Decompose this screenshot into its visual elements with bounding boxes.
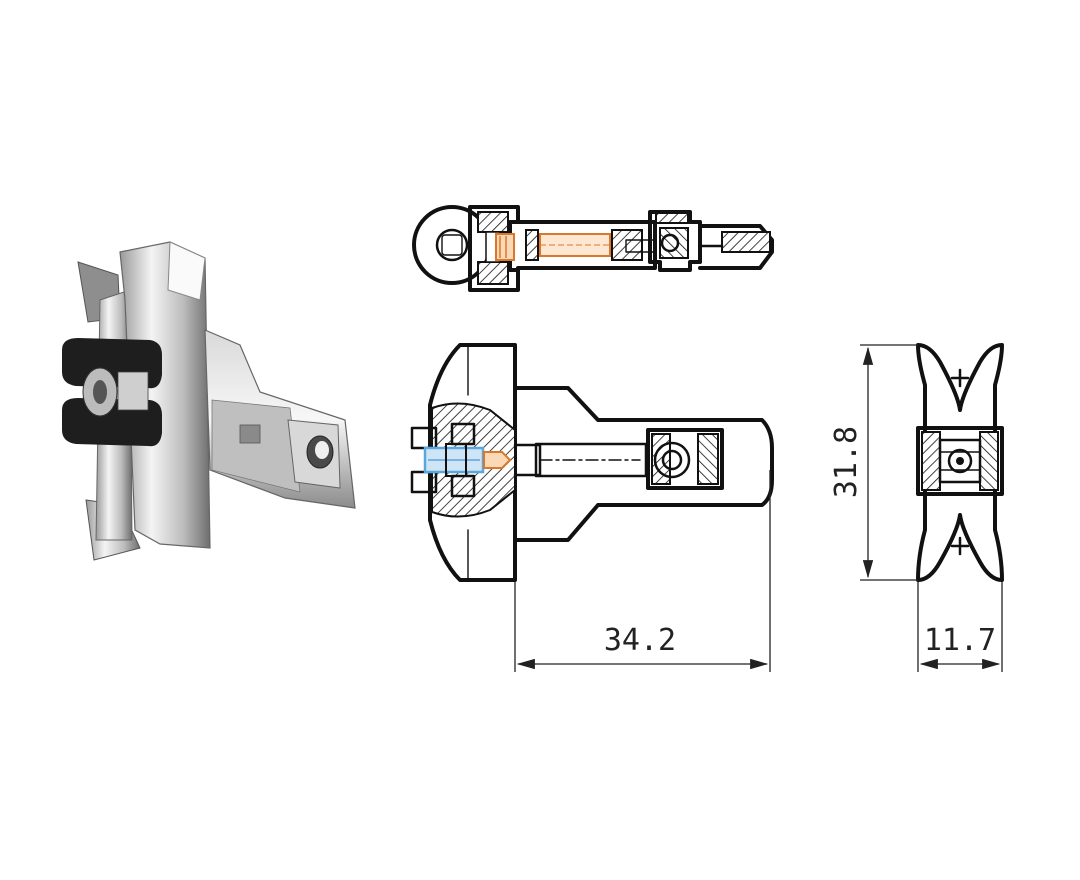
- chrome-clamp-photo: [62, 241, 356, 561]
- clamp-front-section-drawing: [410, 343, 774, 582]
- clamp-side-view-drawing: [916, 343, 1004, 582]
- dimension-length-label: 34.2: [604, 623, 676, 658]
- dimension-width-label: 11.7: [924, 623, 996, 658]
- clamp-top-section-drawing: [412, 205, 774, 292]
- dimension-height-label: 31.8: [829, 426, 864, 498]
- dimension-height: 31.8: [829, 344, 918, 581]
- dimension-length: 34.2: [514, 470, 771, 672]
- dimension-width: 11.7: [917, 582, 1003, 672]
